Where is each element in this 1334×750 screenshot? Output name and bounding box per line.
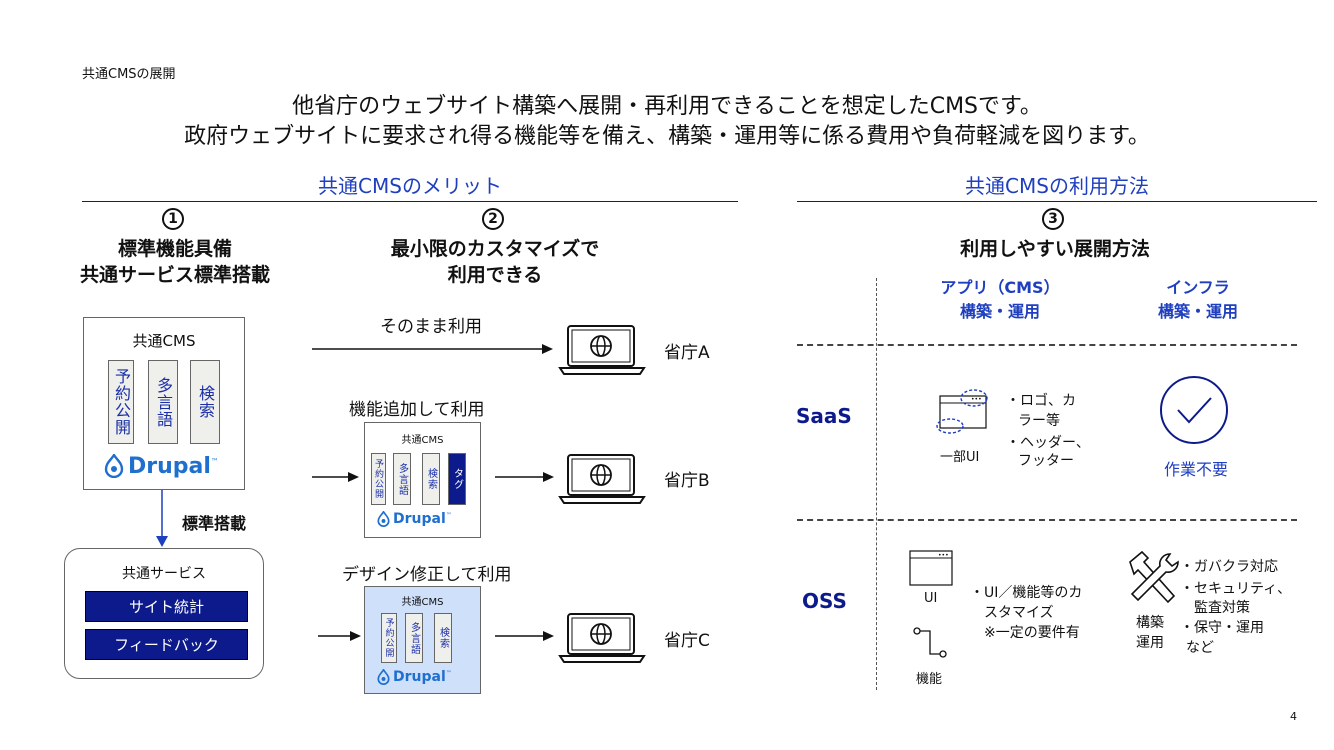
saas-oss-divider — [797, 519, 1297, 521]
saas-top-divider — [797, 344, 1297, 346]
common-service-box: 共通サービス サイト統計 フィードバック — [64, 548, 264, 679]
col2-title-2: 利用できる — [447, 264, 543, 286]
laptop-icon-b — [558, 454, 646, 504]
tools-label-operate: 運用 — [1136, 635, 1164, 651]
tools-icon — [1129, 550, 1179, 604]
cms-box-title: 共通CMS — [132, 332, 196, 350]
laptop-icon-c — [558, 613, 646, 663]
col-infra-header-2: 構築・運用 — [1157, 302, 1238, 321]
cms-box-b-title: 共通CMS — [401, 435, 444, 446]
feature-b-search: 検索 — [422, 453, 440, 505]
feature-c-reserve: 予約公開 — [381, 613, 397, 663]
oss-bullet-1c: ※一定の要件有 — [984, 625, 1080, 641]
oss-label: OSS — [802, 589, 847, 613]
drupal-drop-icon-c — [377, 669, 390, 685]
ui-partial-icon: ••• — [936, 389, 988, 434]
saas-bullet-1b: ラー等 — [1018, 413, 1060, 429]
cms-box-c-title: 共通CMS — [401, 597, 444, 608]
feature-search: 検索 — [190, 360, 220, 444]
flow-as-is-label: そのまま利用 — [380, 317, 482, 337]
page-number: 4 — [1290, 710, 1297, 723]
cms-box: 共通CMS 予約公開 多言語 検索 Drupal ™ — [83, 317, 245, 490]
number-badge-2: 2 — [482, 208, 504, 230]
feature-c-search: 検索 — [434, 613, 452, 663]
flow-a-arrow — [312, 344, 553, 354]
number-badge-1: 1 — [162, 208, 184, 230]
ui-window-icon: ••• — [909, 550, 953, 586]
lead-line-2: 政府ウェブサイトに要求され得る機能等を備え、構築・運用等に係る費用や負荷軽減を図… — [184, 124, 1150, 149]
col-infra-header-1: インフラ — [1166, 278, 1230, 297]
number-badge-3: 3 — [1042, 208, 1064, 230]
ministry-a: 省庁A — [664, 343, 710, 363]
drupal-logo-b: Drupal ™ — [377, 511, 452, 527]
oss-function-label: 機能 — [916, 672, 943, 687]
oss-infra-2: ・セキュリティ、 — [1180, 581, 1292, 597]
checkmark-circle-icon — [1160, 376, 1228, 444]
feature-c-multilang: 多言語 — [405, 613, 423, 663]
ministry-b: 省庁B — [664, 471, 710, 491]
section-title: 共通CMSの展開 — [82, 67, 176, 82]
saas-bullet-1a: ・ロゴ、カ — [1006, 393, 1076, 409]
oss-ui-label: UI — [924, 591, 938, 606]
feature-b-multilang: 多言語 — [393, 453, 411, 505]
col1-title-2: 共通サービス標準搭載 — [79, 264, 270, 286]
cms-box-b: 共通CMS 予約公開 多言語 検索 タグ Drupal ™ — [364, 422, 481, 538]
oss-infra-5: など — [1186, 640, 1214, 656]
flow-b-arrow-out — [495, 472, 554, 482]
saas-bullet-2b: フッター — [1018, 453, 1074, 469]
oss-bullet-1a: ・UI／機能等のカ — [970, 585, 1083, 601]
common-service-title: 共通サービス — [122, 566, 206, 582]
lead-line-1: 他省庁のウェブサイト構築へ展開・再利用できることを想定したCMSです。 — [292, 94, 1042, 119]
svg-text:•••: ••• — [938, 552, 949, 559]
usage-vertical-divider — [876, 278, 877, 690]
drupal-drop-icon — [104, 454, 124, 478]
flow-c-arrow-in — [318, 631, 361, 641]
usage-title: 利用しやすい展開方法 — [960, 238, 1150, 260]
col2-title-1: 最小限のカスタマイズで — [390, 238, 600, 260]
flow-c-arrow-out — [495, 631, 554, 641]
saas-label: SaaS — [796, 404, 852, 428]
col1-title-1: 標準機能具備 — [117, 238, 232, 260]
feature-multilanguage: 多言語 — [148, 360, 178, 444]
partial-ui-label: 一部UI — [940, 450, 980, 465]
merit-divider — [82, 201, 738, 202]
saas-bullet-2a: ・ヘッダー、 — [1006, 435, 1090, 451]
ministry-c: 省庁C — [664, 631, 710, 651]
oss-infra-1: ・ガバクラ対応 — [1180, 559, 1278, 575]
feature-b-tag: タグ — [448, 453, 466, 505]
standard-label: 標準搭載 — [182, 514, 247, 533]
site-stats-button[interactable]: サイト統計 — [85, 591, 248, 622]
drupal-drop-icon-b — [377, 511, 390, 527]
function-connector-icon — [913, 627, 947, 658]
oss-bullet-1b: スタマイズ — [984, 605, 1054, 621]
drupal-logo-c: Drupal ™ — [377, 669, 452, 685]
saas-infra-none: 作業不要 — [1163, 460, 1228, 479]
flow-b-arrow-in — [312, 472, 359, 482]
cms-box-c: 共通CMS 予約公開 多言語 検索 Drupal ™ — [364, 586, 481, 694]
oss-infra-3: 監査対策 — [1194, 600, 1250, 616]
feature-reserve-publish: 予約公開 — [108, 360, 134, 444]
usage-divider — [797, 201, 1317, 202]
merit-heading: 共通CMSのメリット — [318, 174, 502, 198]
drupal-logo: Drupal ™ — [104, 451, 219, 481]
oss-infra-4: ・保守・運用 — [1180, 620, 1264, 636]
laptop-icon-a — [558, 325, 646, 375]
flow-add-feature-label: 機能追加して利用 — [349, 400, 485, 420]
col-app-header-1: アプリ（CMS） — [940, 278, 1060, 297]
usage-heading: 共通CMSの利用方法 — [965, 174, 1149, 198]
flow-design-mod-label: デザイン修正して利用 — [342, 565, 512, 585]
feedback-button[interactable]: フィードバック — [85, 629, 248, 660]
svg-text:•••: ••• — [971, 396, 982, 403]
col-app-header-2: 構築・運用 — [959, 302, 1040, 321]
tools-label-build: 構築 — [1136, 615, 1164, 631]
standard-arrow — [156, 490, 168, 547]
feature-b-reserve: 予約公開 — [371, 453, 386, 505]
